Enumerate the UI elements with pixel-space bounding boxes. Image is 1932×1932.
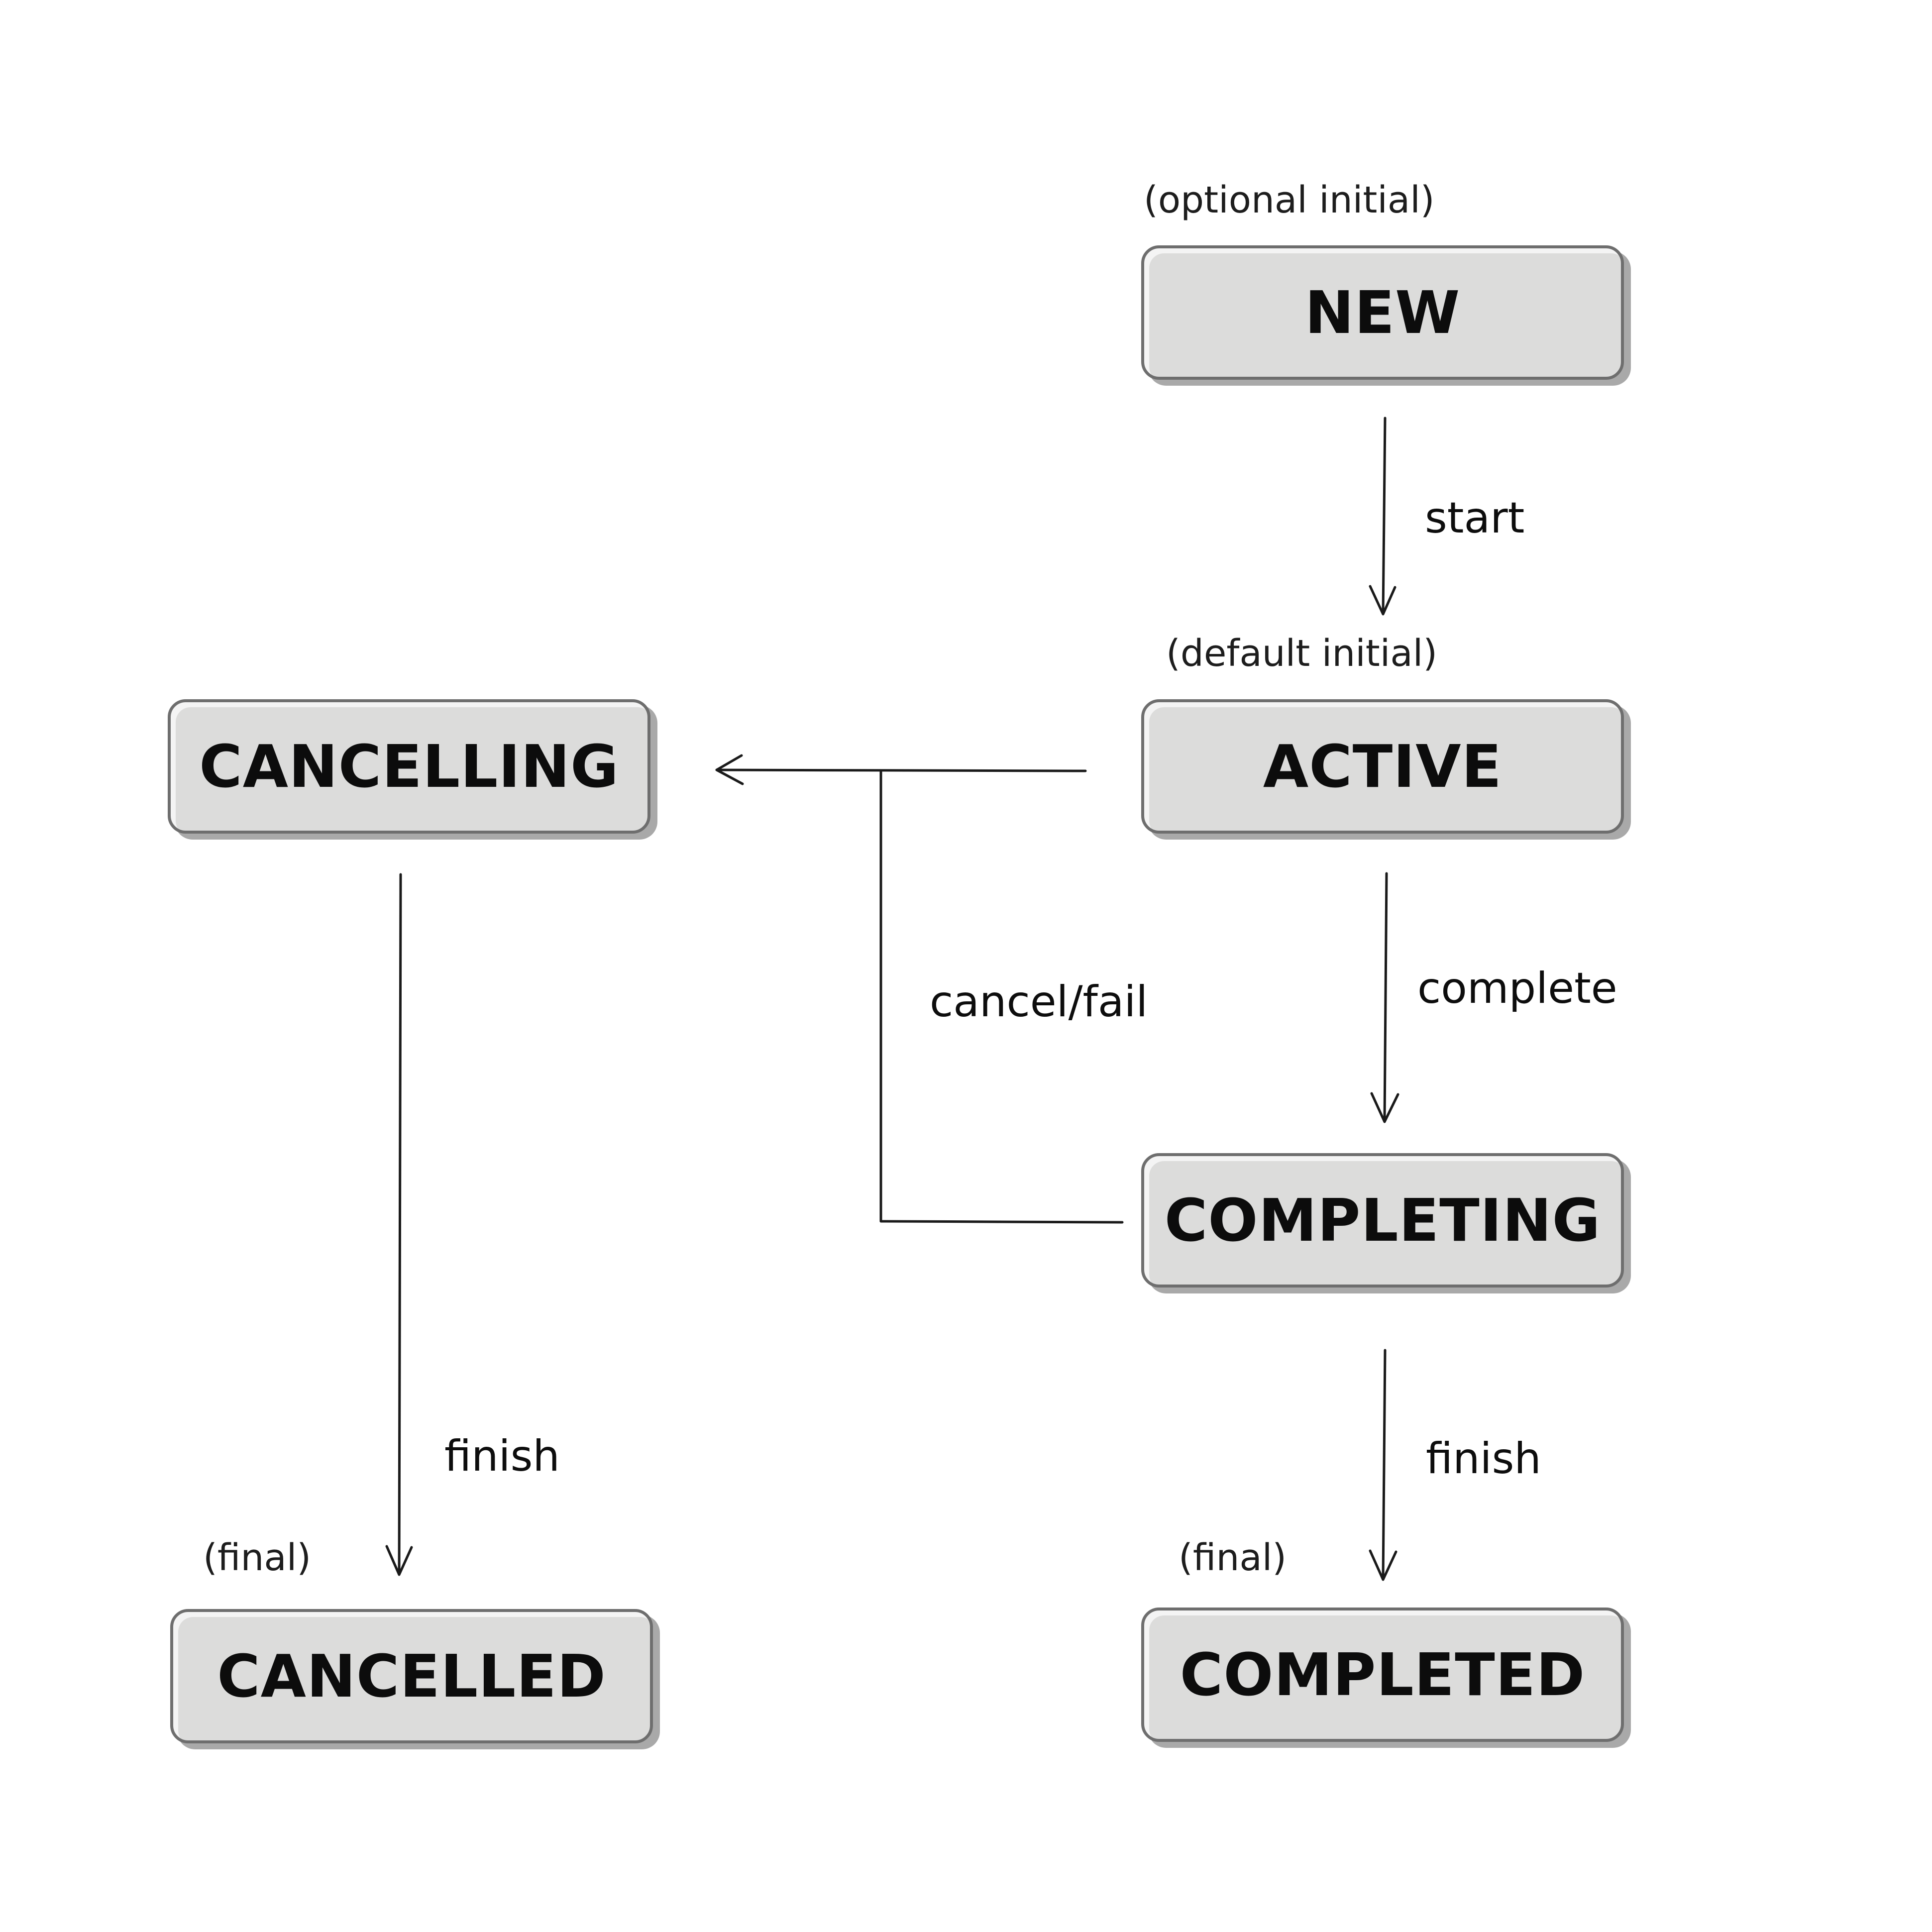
state-completing-label: COMPLETING [1164, 1186, 1601, 1255]
state-completed-label: COMPLETED [1180, 1640, 1586, 1709]
arrow-complete-line [1383, 872, 1388, 1122]
label-finish-cancelled: finish [444, 1431, 560, 1481]
state-completing: COMPLETING [1141, 1153, 1624, 1288]
arrow-finish-completed-line [1382, 1349, 1387, 1580]
arrow-start [1369, 417, 1396, 616]
state-active: ACTIVE [1141, 699, 1624, 834]
completed-note: (final) [1179, 1536, 1287, 1579]
state-new: NEW [1141, 245, 1624, 380]
state-cancelled: CANCELLED [170, 1609, 653, 1743]
label-finish-completed: finish [1426, 1434, 1541, 1484]
state-completed: COMPLETED [1141, 1608, 1624, 1742]
state-active-label: ACTIVE [1263, 732, 1503, 801]
arrow-finish-cancelled-head [385, 1545, 413, 1576]
arrow-cancel-fail [715, 754, 1124, 1224]
arrow-start-line [1382, 417, 1387, 615]
state-new-label: NEW [1304, 278, 1461, 347]
label-complete: complete [1417, 964, 1617, 1013]
active-note: (default initial) [1166, 632, 1438, 675]
label-start: start [1425, 493, 1525, 543]
arrow-complete [1370, 872, 1399, 1123]
arrow-finish-completed-head [1369, 1549, 1397, 1581]
cancelled-note: (final) [203, 1536, 312, 1579]
new-note: (optional initial) [1144, 179, 1435, 221]
arrow-cancel-fail-head [715, 754, 744, 785]
arrow-cancel-fail-from-completing [879, 769, 1124, 1224]
arrow-complete-head [1370, 1092, 1399, 1123]
arrow-finish-cancelled-line [398, 873, 402, 1575]
arrow-start-head [1369, 585, 1396, 616]
state-cancelled-label: CANCELLED [217, 1642, 606, 1711]
state-cancelling: CANCELLING [168, 699, 650, 834]
arrow-finish-completed [1369, 1349, 1397, 1581]
arrow-cancel-fail-from-active [715, 768, 1087, 772]
arrow-finish-cancelled [385, 873, 413, 1576]
state-cancelling-label: CANCELLING [199, 732, 619, 801]
label-cancel-fail: cancel/fail [930, 977, 1148, 1027]
